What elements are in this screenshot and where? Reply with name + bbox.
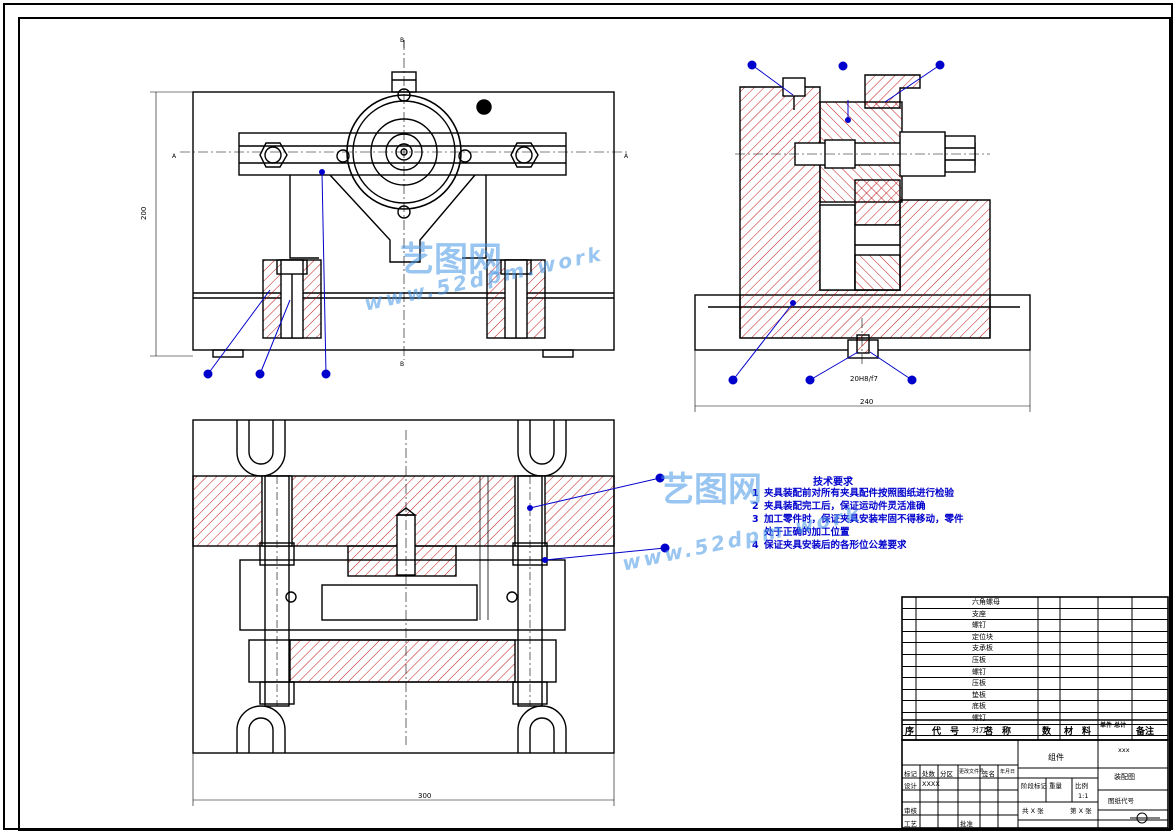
section-a-left-label: A	[172, 153, 177, 160]
section-a-right-label: A	[624, 153, 629, 160]
bom-row: 定位块	[902, 632, 1168, 644]
side-dimension	[694, 350, 1031, 412]
bom-row: 支座	[902, 609, 1168, 621]
side-view	[694, 74, 1031, 365]
tech-requirement-item: 处于正确的加工位置	[764, 527, 850, 538]
top-view	[192, 419, 615, 754]
title-group: 组件	[1048, 753, 1064, 762]
title-weight-label: 重量	[1049, 782, 1062, 790]
title-stage-label: 阶段标记	[1021, 782, 1047, 790]
bom-header: 序 代 号 名 称 数 材 料 单件 总计 备注	[905, 722, 1155, 737]
title-label-zone: 分区	[940, 770, 953, 778]
front-view-leaders	[203, 169, 331, 379]
bom-table: 六角螺母 支座 螺钉 定位块 支承板 压板 螺钉 压板 垫板 底板 螺钉 对刀块	[902, 597, 1168, 737]
title-scale-label: 比例	[1075, 782, 1088, 790]
top-dimension	[192, 753, 615, 806]
title-label-change: 更改文件号	[959, 769, 985, 775]
title-design-label: 设计	[904, 782, 917, 790]
title-drawing-name: 装配图	[1114, 773, 1135, 781]
title-company: xxx	[1118, 746, 1130, 754]
bom-row: 垫板	[902, 690, 1168, 702]
title-approve-label: 批准	[960, 820, 973, 828]
bom-row: 对刀块	[902, 725, 1168, 737]
title-review-label: 审核	[904, 807, 917, 815]
dim-top-width: 300	[418, 792, 431, 800]
bom-row: 螺钉	[902, 713, 1168, 725]
title-process-label: 工艺	[904, 820, 917, 828]
dim-front-height: 200	[140, 207, 148, 220]
title-scale: 1:1	[1078, 792, 1089, 800]
tech-requirements-title: 技术要求	[813, 477, 853, 488]
front-dimension	[150, 40, 405, 357]
fit-callout: 20H8/f7	[850, 375, 878, 383]
section-b-top-label: B	[400, 37, 404, 44]
bom-row: 螺钉	[902, 667, 1168, 679]
title-sheet-total: 共 X 张	[1022, 807, 1044, 815]
title-label-count: 处数	[922, 770, 935, 778]
bom-row: 压板	[902, 655, 1168, 667]
bom-row: 压板	[902, 678, 1168, 690]
side-view-leaders	[728, 60, 945, 385]
bom-row: 支承板	[902, 643, 1168, 655]
title-sheet-no: 第 X 张	[1070, 807, 1092, 815]
inner-border	[18, 17, 1171, 831]
top-view-leaders	[527, 473, 670, 563]
title-block-frame	[901, 739, 1169, 829]
bom-row: 六角螺母	[902, 597, 1168, 609]
title-design-value: XXXX	[922, 780, 940, 788]
title-label-sign: 签名	[982, 770, 995, 778]
title-label-mark: 标记	[904, 770, 917, 778]
bom-row: 螺钉	[902, 620, 1168, 632]
title-drawing-no-label: 图纸代号	[1108, 797, 1134, 805]
front-view	[180, 40, 630, 360]
dim-side-width: 240	[860, 398, 873, 406]
bom-row: 底板	[902, 701, 1168, 713]
section-b-bottom-label: B	[400, 361, 404, 368]
title-label-date: 年月日	[1000, 769, 1016, 775]
